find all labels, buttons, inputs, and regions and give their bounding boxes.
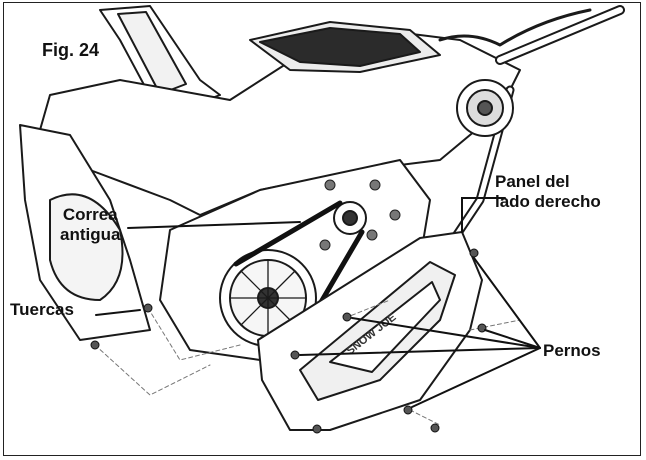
bolt <box>312 424 322 434</box>
bolt <box>430 423 440 433</box>
leader-bolts-2 <box>351 317 541 349</box>
handle-bar-inner <box>497 7 623 63</box>
leader-bolts-3 <box>484 329 541 349</box>
leader-bolts-4 <box>299 347 541 356</box>
figure-frame <box>3 2 641 456</box>
bolt <box>290 350 300 360</box>
panel-slot <box>329 281 441 373</box>
power-cable <box>438 8 592 47</box>
label-old-belt-line2: antigua <box>60 225 121 244</box>
bolt <box>342 312 352 322</box>
label-old-belt: Correa antigua <box>60 205 120 245</box>
label-right-panel: Panel del lado derecho <box>495 172 601 212</box>
leader-old-belt <box>127 221 301 229</box>
bolt <box>469 248 479 258</box>
leader-right-panel <box>461 197 506 233</box>
nut <box>143 303 153 313</box>
leader-bolts-5 <box>411 347 541 408</box>
leader-bolts-1 <box>473 257 541 349</box>
label-bolts: Pernos <box>543 341 601 360</box>
label-nuts: Tuercas <box>10 300 74 319</box>
label-right-panel-line2: lado derecho <box>495 192 601 211</box>
leader-nuts <box>95 309 141 316</box>
nut <box>90 340 100 350</box>
chute-inner <box>117 11 187 95</box>
bolt <box>403 405 413 415</box>
label-right-panel-line1: Panel del <box>495 172 570 191</box>
motor-housing <box>39 29 521 216</box>
top-panel-cover <box>259 27 421 67</box>
figure-title: Fig. 24 <box>42 40 100 60</box>
label-old-belt-line1: Correa <box>62 205 118 224</box>
auger-inner <box>49 193 124 301</box>
